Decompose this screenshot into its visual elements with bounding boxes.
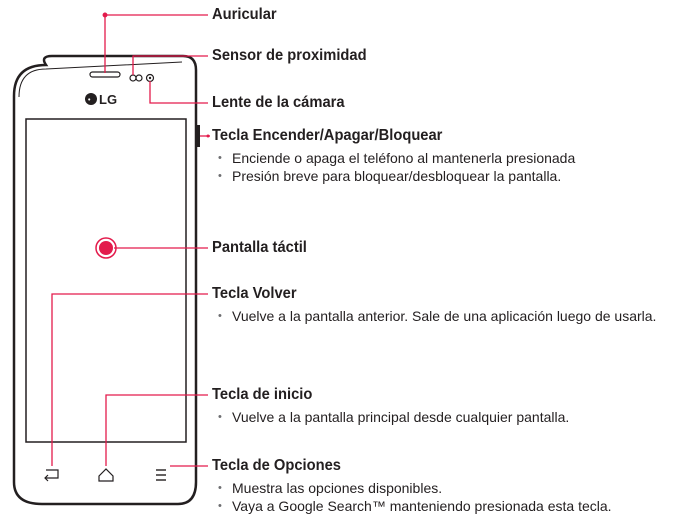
logo-text: LG (99, 92, 117, 107)
callout-line-camera (149, 81, 208, 104)
back-key-bullet: Vuelve a la pantalla anterior. Sale de u… (218, 307, 680, 325)
camera-lens (145, 73, 155, 83)
menu-key-bullet: Muestra las opciones disponibles. (218, 479, 680, 497)
menu-icon (156, 469, 166, 481)
label-power-key: Tecla Encender/Apagar/Bloquear (212, 127, 443, 144)
back-key-description: Vuelve a la pantalla anterior. Sale de u… (218, 307, 680, 325)
power-key-bullet: Presión breve para bloquear/desbloquear … (218, 167, 678, 185)
callout-line-earpiece (104, 14, 208, 73)
label-earpiece: Auricular (212, 6, 277, 23)
svg-text:•: • (88, 97, 91, 104)
power-key-description: Enciende o apaga el teléfono al mantener… (218, 149, 678, 185)
callout-line-back (51, 293, 208, 466)
home-key-bullet: Vuelve a la pantalla principal desde cua… (218, 408, 678, 426)
proximity-sensor (129, 74, 143, 82)
label-back-key: Tecla Volver (212, 285, 297, 302)
touch-screen (25, 118, 187, 443)
lg-logo: • LG (85, 92, 117, 107)
callout-line-home (105, 394, 208, 466)
home-key-description: Vuelve a la pantalla principal desde cua… (218, 408, 678, 426)
power-key-bullet: Enciende o apaga el teléfono al mantener… (218, 149, 678, 167)
touch-target-icon (95, 237, 117, 259)
label-home-key: Tecla de inicio (212, 386, 313, 403)
label-camera-lens: Lente de la cámara (212, 94, 345, 111)
home-icon (98, 468, 114, 482)
phone-body (12, 54, 198, 506)
label-menu-key: Tecla de Opciones (212, 457, 341, 474)
menu-key-description: Muestra las opciones disponibles. Vaya a… (218, 479, 680, 515)
label-touch-screen: Pantalla táctil (212, 239, 307, 256)
label-proximity-sensor: Sensor de proximidad (212, 47, 367, 64)
callout-line-proximity (132, 55, 208, 75)
callout-lines (51, 12, 210, 467)
power-key (196, 125, 200, 147)
menu-key-bullet: Vaya a Google Search™ manteniendo presio… (218, 497, 680, 515)
back-arrow-icon (44, 469, 59, 482)
